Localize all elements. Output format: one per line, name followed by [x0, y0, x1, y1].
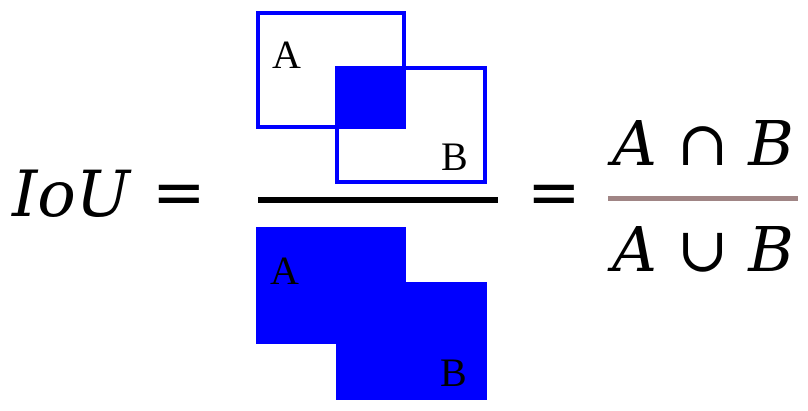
union-illustration: A B: [256, 227, 487, 400]
box-b-outline: [335, 66, 487, 184]
box-b-label: B: [441, 134, 468, 179]
equals-sign-left: =: [152, 156, 206, 230]
formula-fraction: A ∩ B A ∪ B: [607, 107, 798, 286]
iou-label: IoU: [11, 158, 132, 232]
union-region: [256, 227, 487, 400]
fraction-bar-formula: [608, 196, 798, 201]
intersection-illustration: A B: [256, 11, 487, 184]
formula-denominator: A ∪ B: [607, 213, 794, 286]
intersection-region: [337, 68, 404, 127]
equals-sign-right: =: [527, 156, 581, 230]
formula-numerator: A ∩ B: [607, 107, 794, 180]
box-a-label: A: [272, 32, 301, 77]
union-box-a-label: A: [270, 248, 299, 293]
union-box-b-label: B: [440, 350, 467, 395]
fraction-bar-main: [258, 197, 498, 203]
